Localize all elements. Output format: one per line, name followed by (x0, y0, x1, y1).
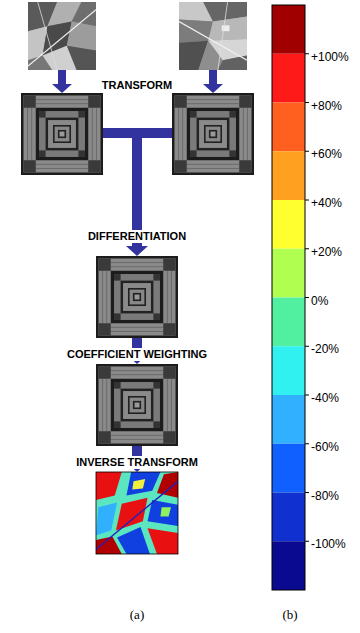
scale-value: -80% (311, 489, 339, 503)
scale-value-box: +40% (311, 193, 342, 211)
step-label: INVERSE TRANSFORM (74, 456, 200, 469)
scale-value: 0% (311, 294, 328, 308)
scale-value-box: +60% (311, 144, 342, 162)
panel-label: (a) (130, 607, 144, 622)
scale-value: -60% (311, 440, 339, 454)
scale-value: +100% (311, 50, 349, 64)
scale-value-box: -100% (311, 534, 346, 552)
step-label: DIFFERENTIATION (86, 230, 188, 243)
step-label-box: TRANSFORM (100, 75, 174, 93)
scale-value-box: -40% (311, 388, 339, 406)
scale-value: -20% (311, 342, 339, 356)
scale-value: -40% (311, 391, 339, 405)
scale-value-box: -60% (311, 437, 339, 455)
scale-value-box: +20% (311, 242, 342, 260)
step-label-box: COEFFICIENT WEIGHTING (65, 344, 209, 362)
step-label-box: DIFFERENTIATION (86, 226, 188, 244)
panel-label-box: (a) (130, 605, 144, 623)
scale-value-box: +100% (311, 47, 349, 65)
step-label: TRANSFORM (100, 79, 174, 92)
scale-value-box: -20% (311, 339, 339, 357)
scale-value-box: +80% (311, 96, 342, 114)
scale-value: -100% (311, 537, 346, 551)
scale-value: +40% (311, 196, 342, 210)
scale-value: +20% (311, 245, 342, 259)
scale-value: +80% (311, 99, 342, 113)
scale-value: +60% (311, 147, 342, 161)
panel-label: (b) (282, 607, 297, 622)
step-label-box: INVERSE TRANSFORM (74, 452, 200, 470)
step-label: COEFFICIENT WEIGHTING (65, 348, 209, 361)
scale-value-box: -80% (311, 486, 339, 504)
panel-label-box: (b) (282, 605, 297, 623)
scale-value-box: 0% (311, 291, 328, 309)
